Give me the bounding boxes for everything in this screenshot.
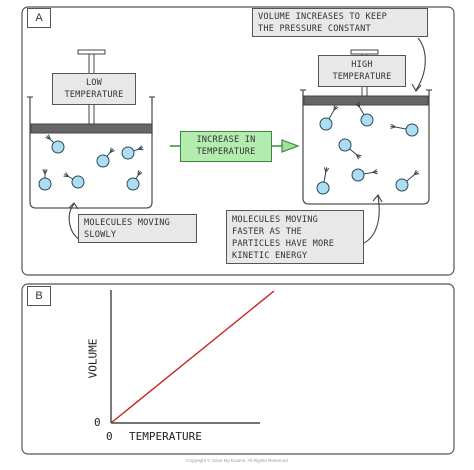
right-note-line-1: MOLECULES MOVING	[232, 215, 318, 225]
molecule-icon	[63, 172, 85, 189]
right-molecules	[316, 101, 420, 195]
molecule-icon	[351, 168, 378, 182]
high-temperature-line-1: HIGH	[351, 60, 373, 70]
high-temperature-label: HIGH TEMPERATURE	[318, 55, 406, 87]
molecule-icon	[338, 138, 362, 160]
volume-temperature-graph	[110, 290, 275, 424]
low-temperature-label: LOW TEMPERATURE	[52, 73, 136, 105]
molecule-icon	[45, 134, 65, 154]
molecule-icon	[96, 147, 115, 168]
right-note-pointer	[361, 195, 380, 245]
left-note-line-2: SLOWLY	[84, 230, 117, 240]
molecule-icon	[316, 167, 330, 195]
top-note-pointer	[415, 37, 426, 91]
left-molecules	[38, 134, 144, 191]
low-temperature-line-1: LOW	[85, 78, 103, 88]
panel-b-frame	[21, 283, 455, 455]
molecule-icon	[395, 169, 420, 192]
series-line	[110, 290, 275, 424]
top-note-line-1: VOLUME INCREASES TO KEEP	[258, 12, 387, 22]
low-temperature-line-2: TEMPERATURE	[64, 90, 124, 100]
panel-b-tag: B	[27, 286, 51, 306]
increase-line-2: TEMPERATURE	[196, 147, 256, 157]
left-note-pointer	[68, 203, 81, 241]
molecule-icon	[390, 123, 419, 137]
high-temperature-line-2: TEMPERATURE	[332, 72, 392, 82]
left-piston	[30, 123, 153, 134]
molecule-icon	[126, 170, 143, 191]
panel-a-frame	[21, 6, 455, 276]
right-note-line-3: PARTICLES HAVE MORE	[232, 239, 335, 249]
molecule-icon	[38, 169, 52, 191]
top-note-line-2: THE PRESSURE CONSTANT	[258, 24, 371, 34]
y-axis-label: VOLUME	[86, 338, 100, 379]
right-note-line-4: KINETIC ENERGY	[232, 251, 308, 261]
y-origin-label: 0	[94, 416, 101, 429]
volume-increases-note: VOLUME INCREASES TO KEEP THE PRESSURE CO…	[252, 8, 428, 37]
x-axis-label: TEMPERATURE	[129, 430, 202, 443]
right-piston	[303, 95, 429, 106]
molecules-moving-faster-note: MOLECULES MOVING FASTER AS THE PARTICLES…	[226, 210, 364, 264]
increase-in-temperature-label: INCREASE IN TEMPERATURE	[180, 131, 272, 162]
molecules-moving-slowly-note: MOLECULES MOVING SLOWLY	[78, 214, 197, 243]
left-note-line-1: MOLECULES MOVING	[84, 218, 170, 228]
molecule-icon	[121, 145, 144, 160]
molecule-icon	[355, 101, 374, 127]
increase-arrow-head	[281, 139, 300, 153]
molecule-icon	[319, 105, 339, 131]
x-origin-label: 0	[106, 430, 113, 443]
copyright-footer: Copyright © Save My Exams. All Rights Re…	[186, 458, 288, 463]
panel-a-tag: A	[27, 8, 51, 28]
right-note-line-2: FASTER AS THE	[232, 227, 302, 237]
increase-line-1: INCREASE IN	[196, 135, 256, 145]
